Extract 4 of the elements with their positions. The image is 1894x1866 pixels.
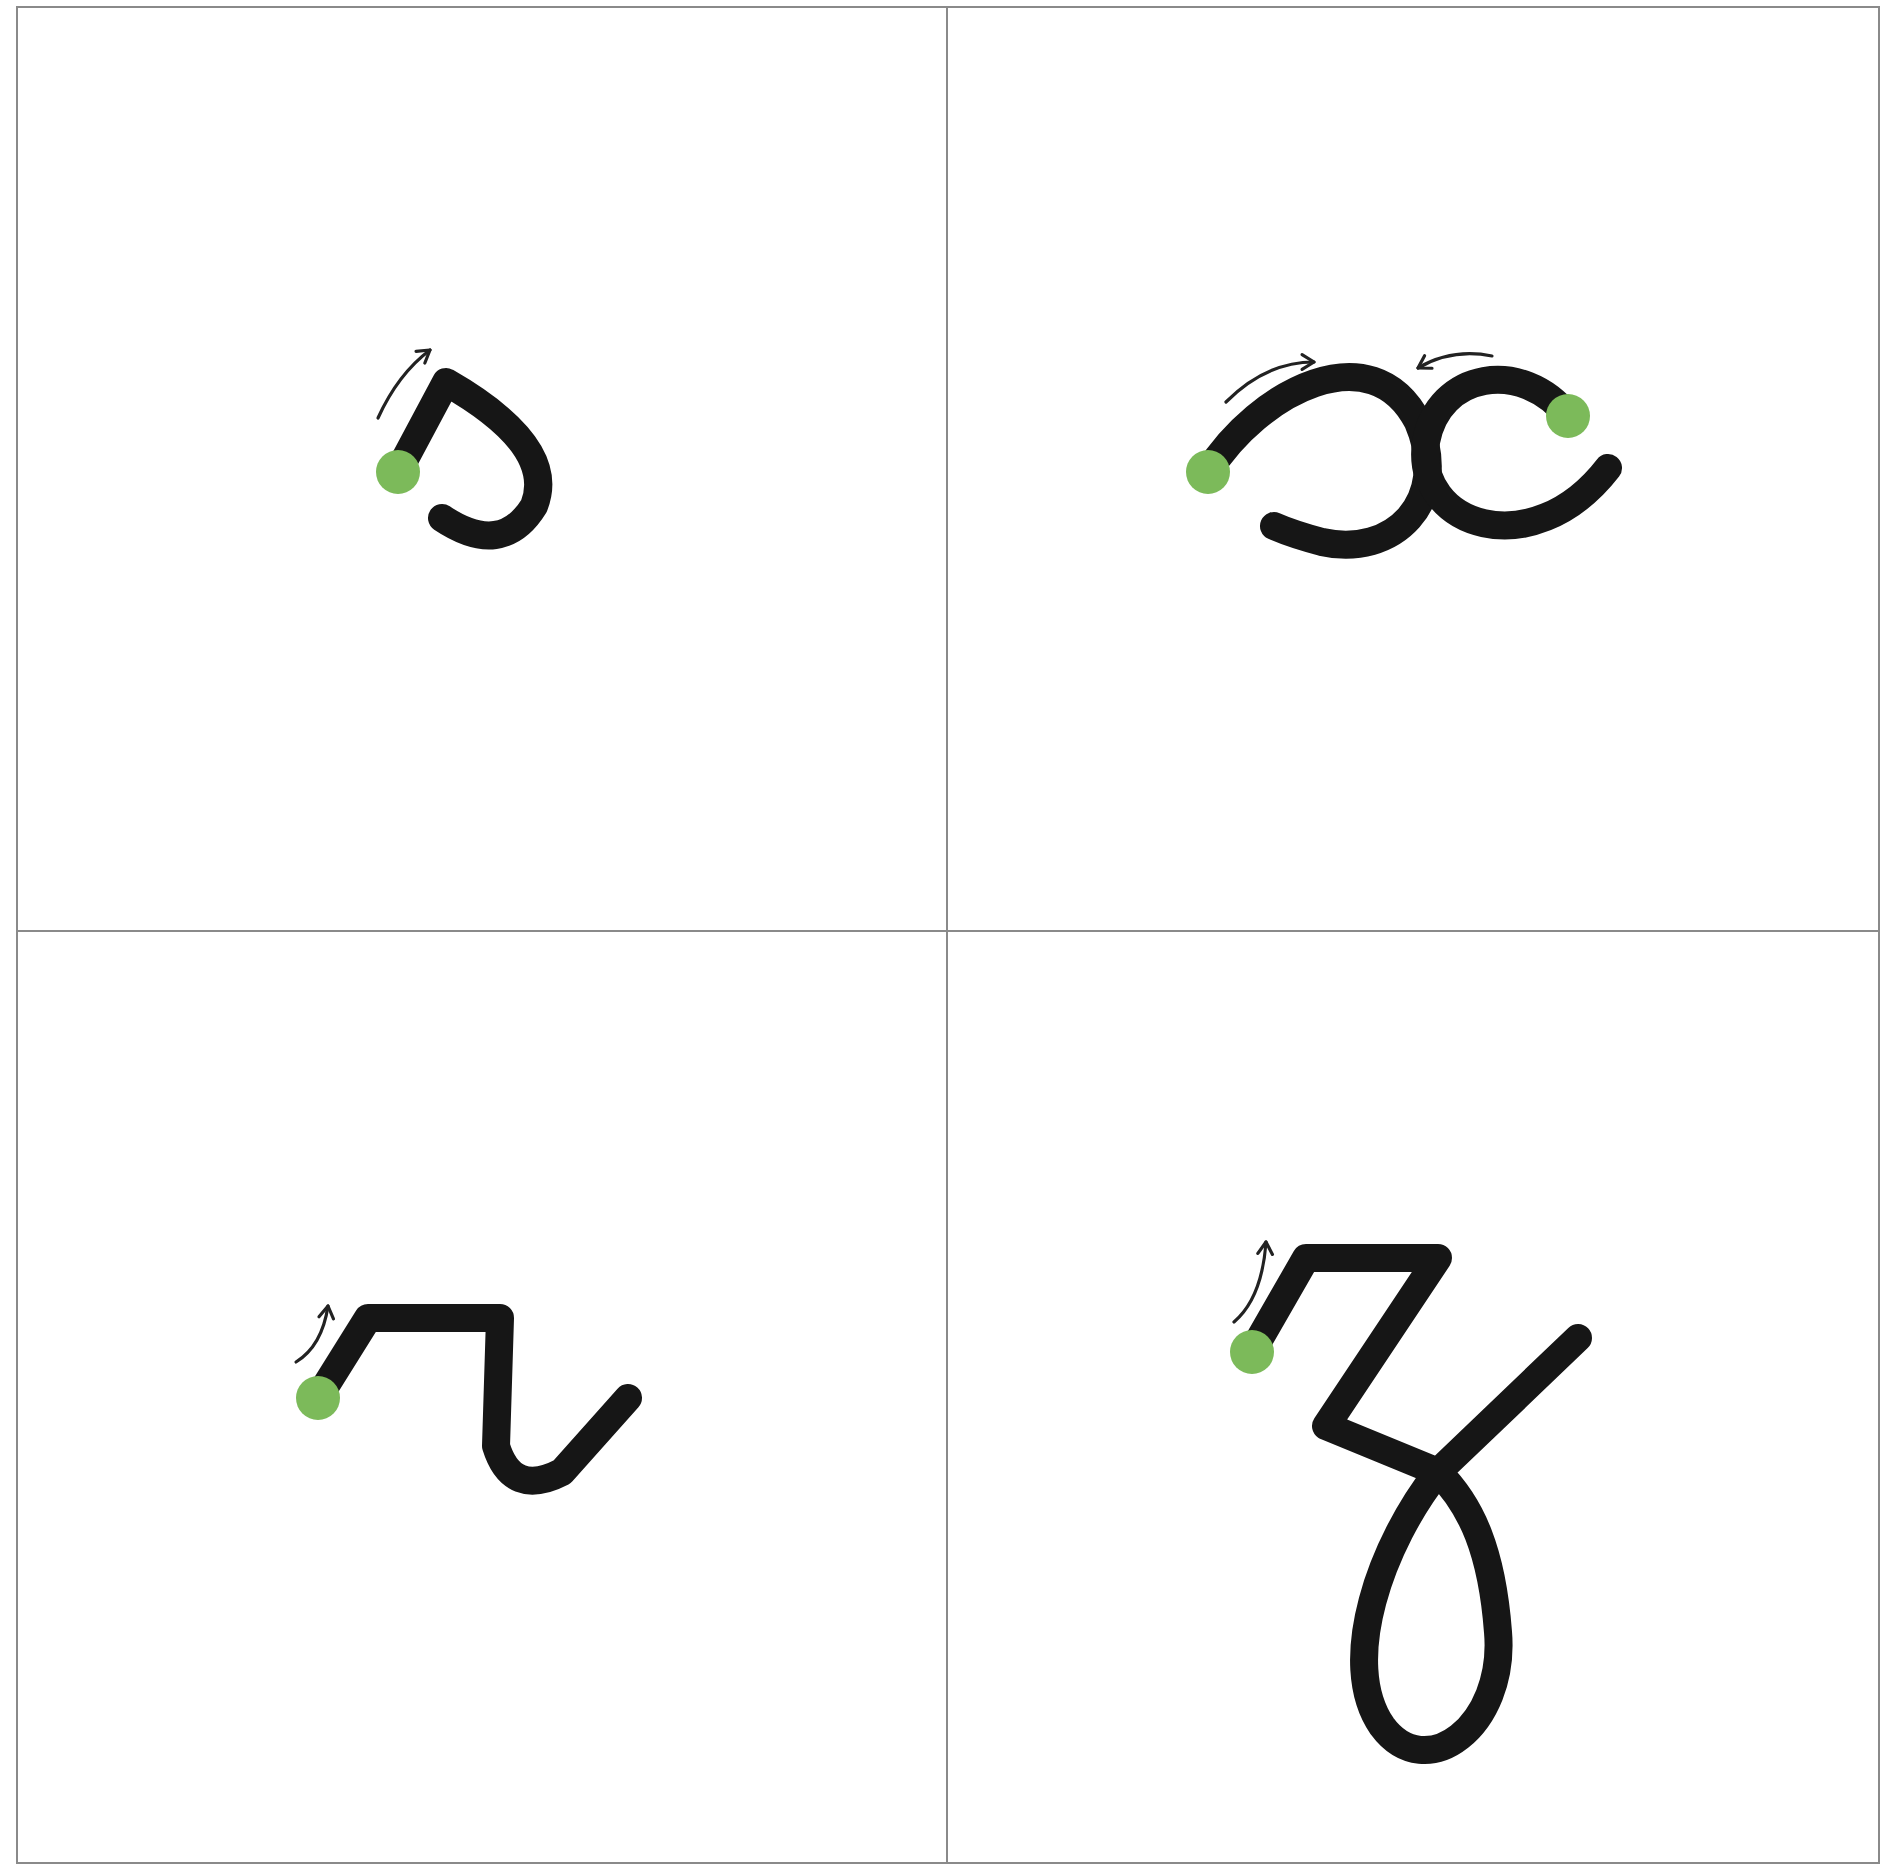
drawing-panel	[946, 6, 1880, 932]
drawing-panel	[16, 930, 948, 1864]
drawing-panel	[946, 930, 1880, 1864]
drawing-panel	[16, 6, 948, 932]
